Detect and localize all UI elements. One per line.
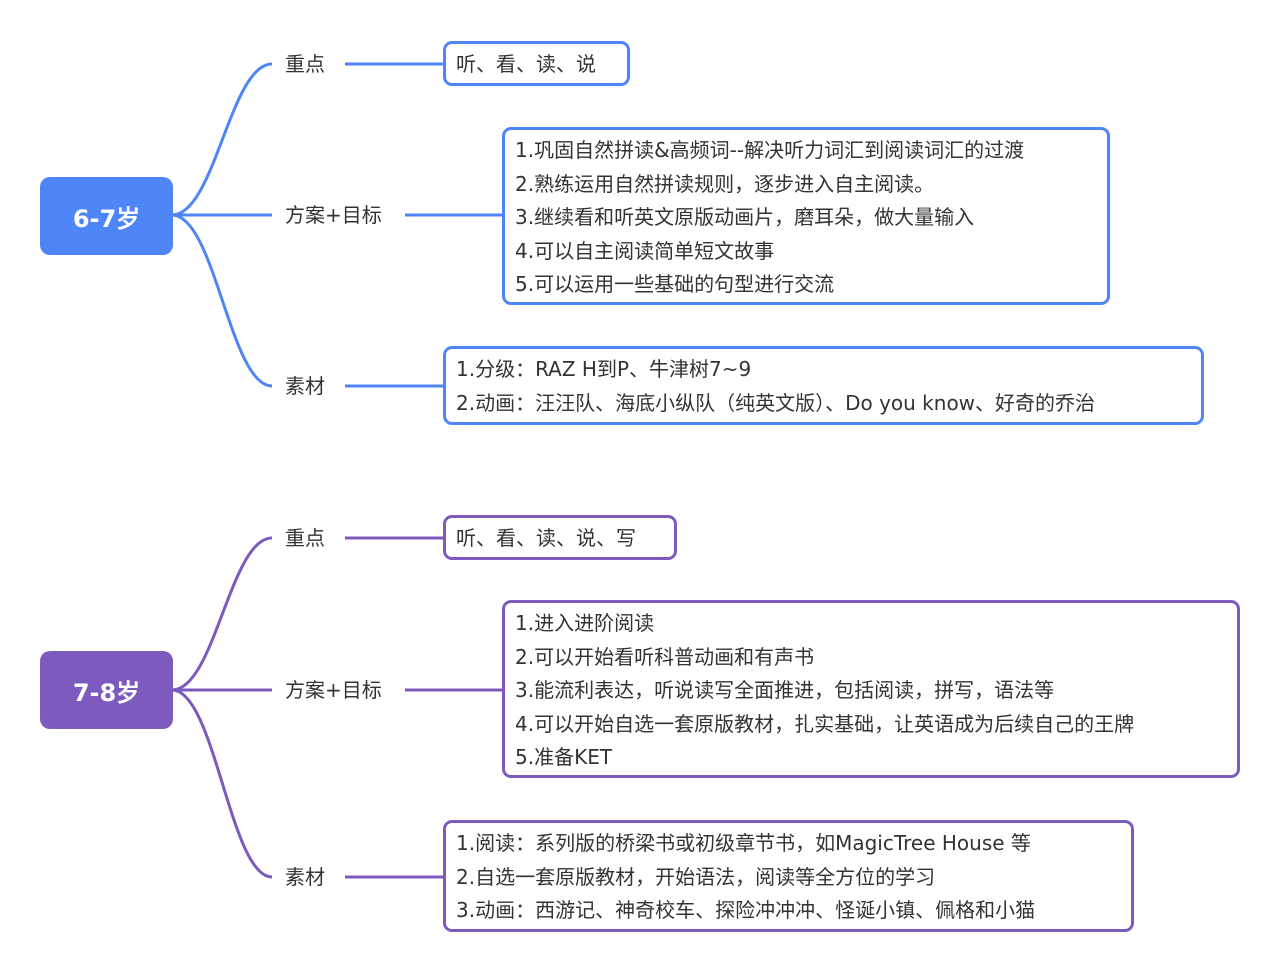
focus-box[interactable]: 听、看、读、说	[443, 41, 630, 86]
plan-item: 3.继续看和听英文原版动画片，磨耳朵，做大量输入	[515, 205, 975, 229]
plan-item: 4.可以自主阅读简单短文故事	[515, 238, 775, 263]
plan-item: 5.准备KET	[515, 745, 613, 769]
group1-connectors	[171, 62, 503, 388]
group2-connectors	[171, 536, 503, 879]
materials-item: 3.动画：西游记、神奇校车、探险冲冲冲、怪诞小镇、佩格和小猫	[456, 898, 1036, 922]
plan-item: 5.可以运用一些基础的句型进行交流	[515, 272, 835, 296]
plan-box[interactable]: 1.进入进阶阅读 2.可以开始看听科普动画和有声书 3.能流利表达，听说读写全面…	[502, 600, 1240, 778]
plan-item: 3.能流利表达，听说读写全面推进，包括阅读，拼写，语法等	[515, 678, 1055, 702]
materials-item: 1.阅读：系列版的桥梁书或初级章节书，如MagicTree House 等	[456, 831, 1031, 855]
root-node-6-7[interactable]: 6-7岁	[40, 177, 173, 255]
materials-item: 2.动画：汪汪队、海底小纵队（纯英文版）、Do you know、好奇的乔治	[456, 390, 1096, 415]
materials-box[interactable]: 1.阅读：系列版的桥梁书或初级章节书，如MagicTree House 等 2.…	[443, 820, 1134, 932]
branch-plan[interactable]: 方案+目标	[285, 678, 382, 702]
plan-box[interactable]: 1.巩固自然拼读&高频词--解决听力词汇到阅读词汇的过渡 2.熟练运用自然拼读规…	[502, 127, 1110, 305]
root-node-7-8[interactable]: 7-8岁	[40, 651, 173, 729]
plan-item: 4.可以开始自选一套原版教材，扎实基础，让英语成为后续自己的王牌	[515, 711, 1135, 736]
connector-root-to-focus	[171, 62, 273, 217]
plan-item: 2.熟练运用自然拼读规则，逐步进入自主阅读。	[515, 171, 935, 196]
focus-text: 听、看、读、说、写	[456, 526, 636, 550]
connector-root-to-focus	[171, 536, 273, 692]
plan-item: 2.可以开始看听科普动画和有声书	[515, 644, 815, 669]
branch-materials[interactable]: 素材	[285, 865, 325, 889]
branch-materials[interactable]: 素材	[285, 374, 325, 398]
connector-root-to-materials	[171, 213, 273, 388]
connector-root-to-materials	[171, 688, 273, 879]
materials-box[interactable]: 1.分级：RAZ H到P、牛津树7~9 2.动画：汪汪队、海底小纵队（纯英文版）…	[443, 346, 1204, 425]
branch-plan[interactable]: 方案+目标	[285, 203, 382, 227]
branch-focus[interactable]: 重点	[285, 526, 325, 550]
branch-focus[interactable]: 重点	[285, 52, 325, 76]
focus-box[interactable]: 听、看、读、说、写	[443, 515, 677, 560]
focus-text: 听、看、读、说	[456, 52, 596, 76]
materials-item: 2.自选一套原版教材，开始语法，阅读等全方位的学习	[456, 864, 936, 889]
plan-item: 1.进入进阶阅读	[515, 611, 655, 635]
plan-item: 1.巩固自然拼读&高频词--解决听力词汇到阅读词汇的过渡	[515, 138, 1025, 162]
materials-item: 1.分级：RAZ H到P、牛津树7~9	[456, 357, 752, 381]
